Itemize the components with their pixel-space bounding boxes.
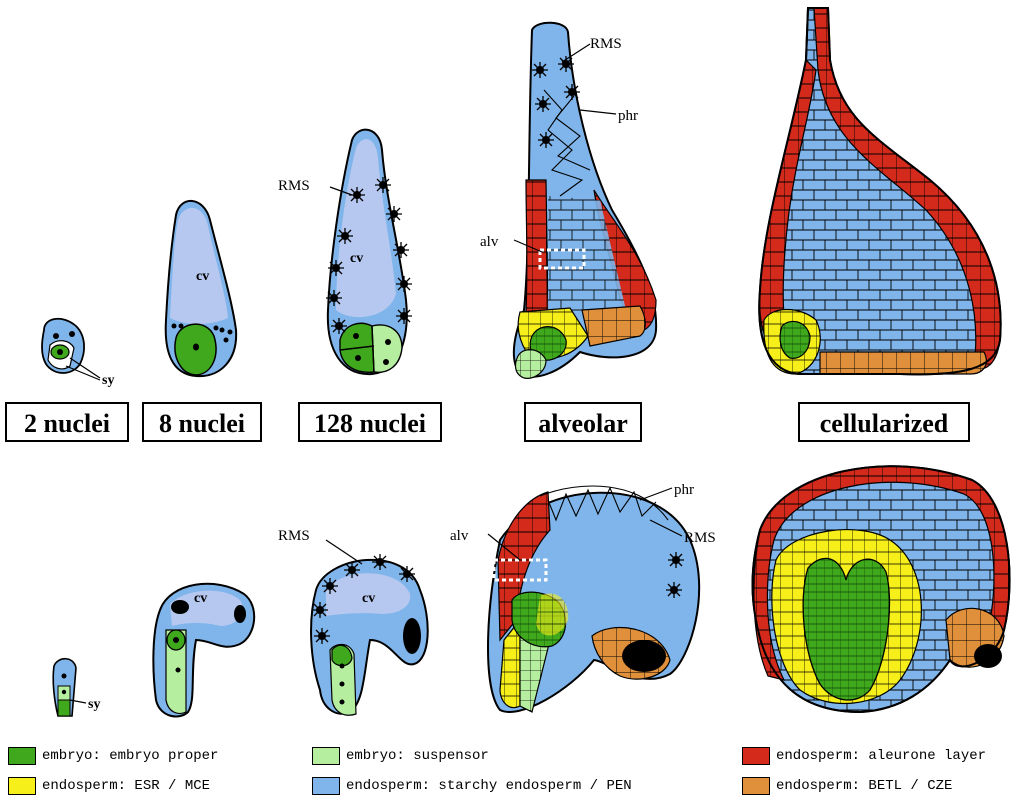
label-alv-top: alv xyxy=(480,234,499,250)
legend-item-starchy: endosperm: starchy endosperm / PEN xyxy=(312,776,632,796)
top-8-nuclei-sac xyxy=(166,201,236,376)
legend-item-embryo-proper: embryo: embryo proper xyxy=(8,746,218,766)
legend-text: endosperm: starchy endosperm / PEN xyxy=(346,778,632,794)
legend-text: embryo: embryo proper xyxy=(42,748,218,764)
stage-label-alveolar: alveolar xyxy=(524,402,642,442)
bottom-2-nuclei-sac xyxy=(53,659,86,716)
label-cv-128-bottom: cv xyxy=(362,591,375,606)
label-sy-top: sy xyxy=(102,373,114,388)
top-128-nuclei-sac xyxy=(326,130,412,374)
legend-text: endosperm: ESR / MCE xyxy=(42,778,210,794)
legend-swatch xyxy=(742,777,770,795)
legend-item-esr: endosperm: ESR / MCE xyxy=(8,776,210,796)
bottom-128-nuclei-sac xyxy=(311,540,428,715)
bottom-cellularized-sac xyxy=(753,466,1010,712)
label-cv-128-top: cv xyxy=(350,251,363,266)
stage-label-128-nuclei: 128 nuclei xyxy=(298,402,442,442)
legend-swatch xyxy=(312,747,340,765)
stage-label-8-nuclei: 8 nuclei xyxy=(142,402,262,442)
legend-text: endosperm: BETL / CZE xyxy=(776,778,952,794)
top-cellularized-sac xyxy=(759,8,1000,374)
label-rms-128-bottom: RMS xyxy=(278,528,310,544)
legend-item-suspensor: embryo: suspensor xyxy=(312,746,489,766)
label-alv-bottom: alv xyxy=(450,528,469,544)
stage-label-cellularized: cellularized xyxy=(798,402,970,442)
bottom-alveolar-sac xyxy=(488,486,699,712)
top-2-nuclei-sac xyxy=(42,319,100,380)
label-rms-alveolar-top: RMS xyxy=(590,36,622,52)
label-phr-alveolar-top: phr xyxy=(618,108,638,124)
legend-swatch xyxy=(312,777,340,795)
legend-swatch xyxy=(742,747,770,765)
legend-swatch xyxy=(8,747,36,765)
legend-text: embryo: suspensor xyxy=(346,748,489,764)
legend-item-betl: endosperm: BETL / CZE xyxy=(742,776,952,796)
legend-text: endosperm: aleurone layer xyxy=(776,748,986,764)
label-phr-alveolar-bottom: phr xyxy=(674,482,694,498)
label-rms-alveolar-bottom: RMS xyxy=(684,530,716,546)
label-sy-bottom: sy xyxy=(88,697,100,712)
label-rms-128-top: RMS xyxy=(278,178,310,194)
legend-item-aleurone: endosperm: aleurone layer xyxy=(742,746,986,766)
top-alveolar-sac xyxy=(514,23,656,379)
legend-swatch xyxy=(8,777,36,795)
label-cv-8-bottom: cv xyxy=(194,591,207,606)
label-cv-8-top: cv xyxy=(196,269,209,284)
stage-label-2-nuclei: 2 nuclei xyxy=(5,402,129,442)
